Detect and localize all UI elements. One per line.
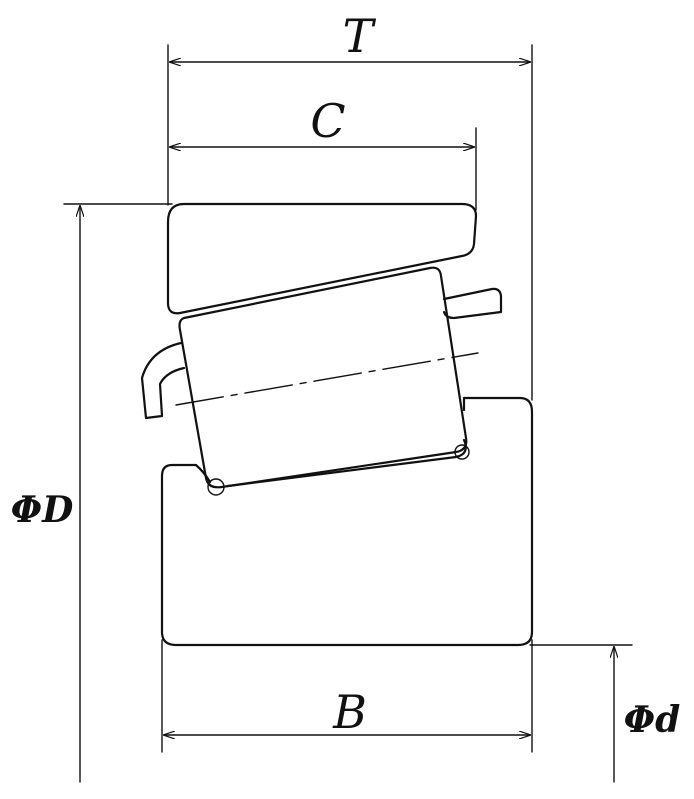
cage-left xyxy=(140,341,186,420)
inner-ring xyxy=(160,396,534,647)
label-phi-d-inner: Φd xyxy=(624,699,681,741)
label-b: B xyxy=(332,685,367,739)
roller-fillet-bottom-left xyxy=(207,478,225,496)
label-phi-d-outer: ΦD xyxy=(11,489,74,531)
label-t: T xyxy=(343,9,377,63)
label-c: C xyxy=(310,94,345,148)
outer-ring xyxy=(166,202,478,315)
roller xyxy=(178,266,468,489)
roller-centerline xyxy=(175,352,479,406)
roller-fillet-bottom-right xyxy=(454,444,470,460)
cage-right xyxy=(442,287,503,320)
